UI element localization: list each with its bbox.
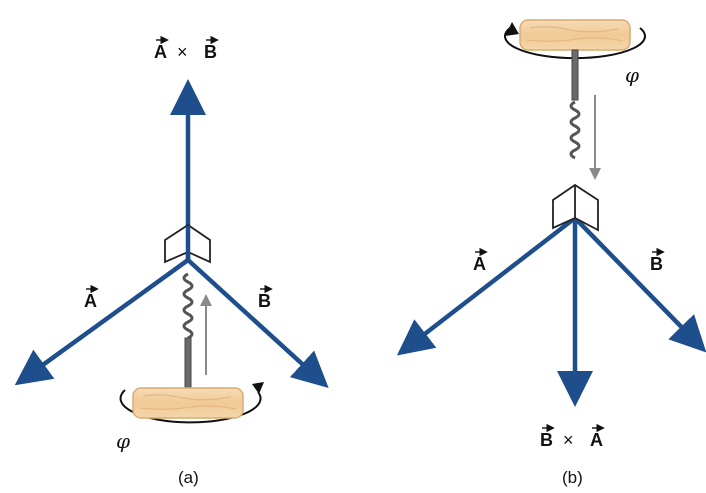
corkscrew-spiral-a bbox=[182, 272, 194, 340]
vector-a bbox=[14, 258, 190, 386]
vector-b bbox=[186, 258, 329, 389]
label-result-a-right: B bbox=[204, 42, 217, 62]
cork-handle-a bbox=[132, 387, 244, 419]
corkscrew-shaft-a bbox=[184, 337, 192, 391]
label-result-b-left: B bbox=[540, 430, 553, 450]
label-vector-a-a: A bbox=[84, 291, 97, 311]
vector-a-b bbox=[396, 216, 577, 356]
cork-handle-b bbox=[519, 19, 631, 51]
cross-symbol-b: × bbox=[563, 430, 574, 450]
corkscrew-spiral-b bbox=[569, 100, 581, 160]
label-vector-b-b: B bbox=[650, 254, 663, 274]
panel-b bbox=[396, 19, 706, 407]
vector-b-b bbox=[573, 216, 706, 353]
label-vector-b-a: B bbox=[258, 291, 271, 311]
cross-symbol-a: × bbox=[177, 42, 188, 62]
label-result-b-right: A bbox=[590, 430, 603, 450]
caption-b: (b) bbox=[562, 468, 583, 487]
label-result-a-left: A bbox=[154, 42, 167, 62]
panel-a bbox=[14, 79, 329, 424]
rotation-symbol-a: φ bbox=[116, 429, 130, 453]
rotation-arrow-a bbox=[119, 389, 262, 424]
rotation-symbol-b: φ bbox=[625, 63, 639, 87]
label-vector-a-b: A bbox=[473, 254, 486, 274]
corkscrew-shaft-b bbox=[571, 49, 579, 101]
caption-a: (a) bbox=[178, 468, 199, 487]
